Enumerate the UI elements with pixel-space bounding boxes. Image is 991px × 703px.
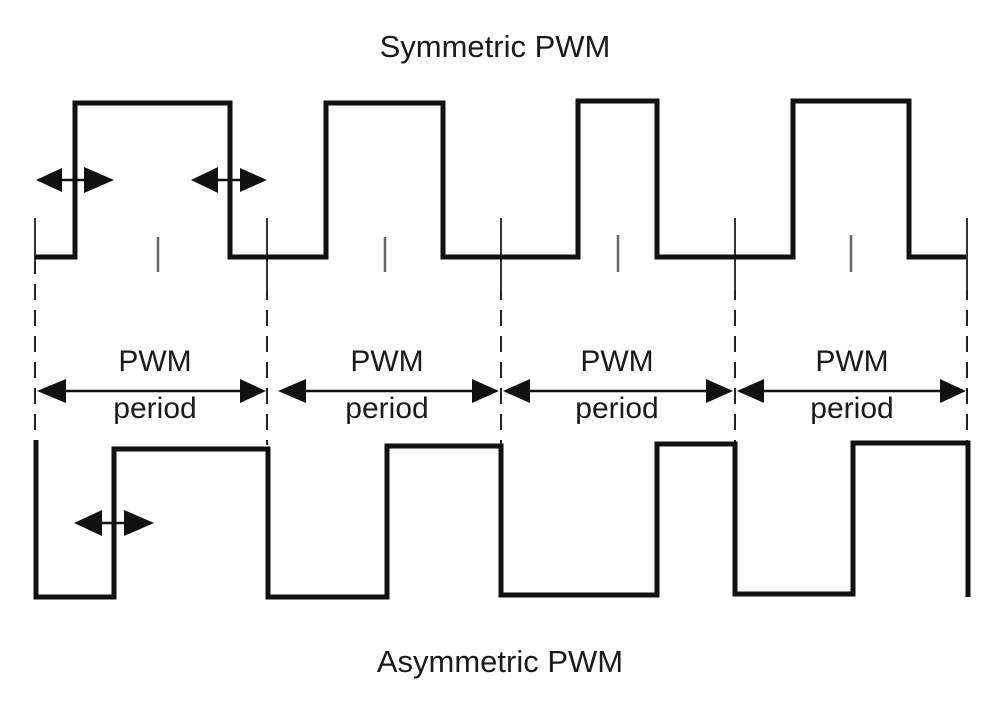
pwm-period-label-2-line1: PWM [350, 345, 423, 378]
pwm-period-label-2-line2: period [345, 392, 428, 425]
pwm-period-label-3-line1: PWM [580, 345, 653, 378]
asymmetric-pwm-waveform [33, 440, 971, 600]
pwm-period-arrow-3 [503, 379, 733, 403]
pwm-period-arrow-4 [737, 379, 966, 403]
pwm-period-label-4-line1: PWM [815, 345, 888, 378]
asymmetric-rising-edge-adjust-icon [74, 510, 154, 536]
pwm-period-label-4-line2: period [810, 392, 893, 425]
pwm-period-label-1-line1: PWM [118, 345, 191, 378]
asymmetric-pwm-title: Asymmetric PWM [377, 644, 623, 679]
symmetric-rising-edge-adjust-icon [36, 167, 114, 193]
symmetric-pwm-title: Symmetric PWM [380, 29, 611, 64]
pwm-period-arrow-1 [37, 379, 266, 403]
symmetric-pwm-waveform [35, 98, 966, 260]
pwm-period-label-3-line2: period [575, 392, 658, 425]
pwm-period-arrow-2 [278, 379, 499, 403]
symmetric-falling-edge-adjust-icon [191, 167, 267, 193]
pwm-period-label-1-line2: period [113, 392, 196, 425]
